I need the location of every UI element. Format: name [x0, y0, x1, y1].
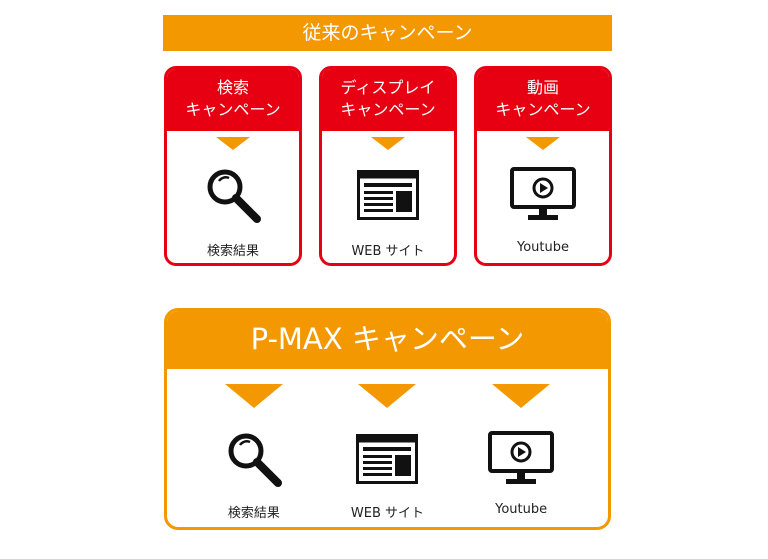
card-header: ディスプレイ キャンペーン — [322, 69, 454, 131]
card-header: 検索 キャンペーン — [167, 69, 299, 131]
down-arrow-icon — [492, 384, 551, 408]
pmax-caption: WEB サイト — [350, 506, 425, 521]
card-caption: 検索結果 — [206, 244, 259, 259]
down-arrow-icon — [224, 384, 283, 408]
pmax-column-web: WEB サイト — [322, 369, 452, 521]
card-title-line1: 検索 — [216, 78, 249, 97]
search-campaign-card: 検索 キャンペーン 検索結果 — [164, 66, 302, 266]
webpage-icon — [322, 428, 452, 490]
card-caption: Youtube — [517, 240, 569, 255]
down-arrow-icon — [216, 137, 250, 150]
traditional-campaign-banner: 従来のキャンペーン — [163, 15, 612, 51]
pmax-caption: 検索結果 — [227, 506, 280, 521]
card-title-line1: ディスプレイ — [340, 78, 436, 97]
search-icon — [189, 428, 319, 490]
video-monitor-icon — [477, 164, 609, 226]
display-campaign-card: ディスプレイ キャンペーン WEB サイト — [319, 66, 457, 266]
video-campaign-card: 動画 キャンペーン Youtube — [474, 66, 612, 266]
pmax-column-video: Youtube — [456, 369, 586, 521]
search-icon — [167, 164, 299, 226]
pmax-caption: Youtube — [495, 502, 548, 517]
card-header: 動画 キャンペーン — [477, 69, 609, 131]
pmax-column-search: 検索結果 — [189, 369, 319, 521]
down-arrow-icon — [358, 384, 417, 408]
card-title-line2: キャンペーン — [340, 100, 436, 119]
pmax-campaign-box: P-MAX キャンペーン 検索結果 — [164, 308, 611, 530]
down-arrow-icon — [371, 137, 405, 150]
card-title-line2: キャンペーン — [185, 100, 281, 119]
pmax-columns: 検索結果 WEB サイト — [167, 369, 608, 521]
down-arrow-icon — [526, 137, 560, 150]
pmax-title: P-MAX キャンペーン — [167, 311, 608, 369]
card-title-line2: キャンペーン — [495, 100, 591, 119]
card-caption: WEB サイト — [351, 244, 425, 259]
webpage-icon — [322, 164, 454, 226]
video-monitor-icon — [456, 428, 586, 490]
card-title-line1: 動画 — [526, 78, 559, 97]
